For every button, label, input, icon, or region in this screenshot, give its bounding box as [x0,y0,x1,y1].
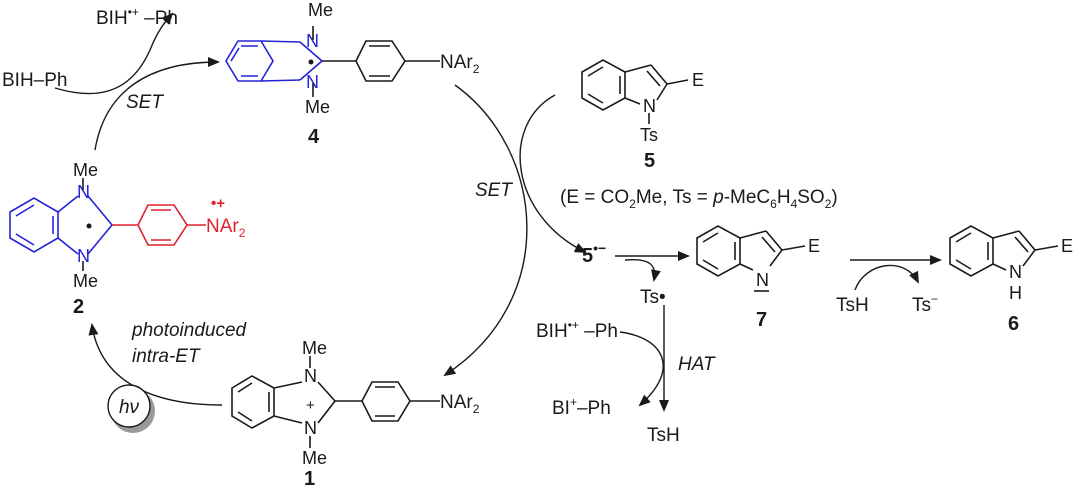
c1-me-top: Me [302,338,327,358]
c4-me-top: Me [308,0,333,20]
c2-me-top: Me [73,160,98,180]
c7-n-anion: N [756,270,769,290]
compound-6-number: 6 [1008,313,1019,335]
compound-5-structure [581,59,689,124]
c2-n-bottom: N [77,246,90,266]
set-label-middle: SET [475,180,513,201]
arrow-5-to-5anion [519,94,587,253]
c6-e: E [1061,236,1073,256]
intra-et-label: intra-ET [132,346,201,367]
compound-4-structure [225,26,440,97]
radical-dot [308,59,314,65]
compound-5-anion: 5•− [582,240,606,267]
photoinduced-label: photoinduced [131,320,248,341]
ts-anion-label: Ts− [912,292,938,316]
compound-1-number: 1 [304,468,315,490]
c1-plus: + [306,397,315,414]
c1-me-bottom: Me [302,448,327,468]
bih-hat-label: BIH•+ –Ph [536,318,618,342]
c1-nar2: NAr2 [440,392,480,416]
bi-plus-ph-label: BI+–Ph [552,395,611,419]
c4-me-bottom: Me [305,97,330,117]
hat-label: HAT [678,354,716,375]
c5-n: N [643,96,656,116]
arrow-ts-release [624,258,661,282]
c7-e: E [808,236,820,256]
reaction-arrows [615,251,942,412]
arrow-2-to-4 [94,57,220,151]
compound-7-structure [696,225,806,292]
arrow-bih-in [54,12,174,95]
bih-ph-label: BIH–Ph [2,70,67,91]
arrow-4-to-1 [443,84,528,377]
set-label-top: SET [126,92,164,113]
c2-radical-cation-charge: •+ [211,195,225,212]
compound-7-number: 7 [756,309,767,331]
bih-radical-cation-label: BIH•+ –Ph [96,5,178,29]
c5-ts: Ts [640,125,658,145]
radical-dot [86,223,92,229]
tsh-label: TsH [836,295,869,316]
arrow-tsh-consumed [854,264,919,291]
hv-label: hν [119,397,140,418]
compound-1-structure [231,356,440,448]
e-ts-definition: (E = CO2Me, Ts = p-MeC6H4SO2) [560,187,838,211]
hv-badge: hν [107,384,155,433]
compound-2-structure [9,178,206,271]
compound-4-number: 4 [308,126,320,148]
c1-n-bottom: N [304,418,317,438]
compound-2-number: 2 [73,296,84,318]
c4-nar2: NAr2 [440,52,480,76]
compound-6-structure [949,225,1059,277]
c6-h: H [1009,283,1022,303]
c2-nar2: NAr2 [206,216,246,240]
c6-n: N [1009,262,1022,282]
c2-n-top: N [77,182,90,202]
c1-n-top: N [304,366,317,386]
c4-n-bottom: N [306,72,319,92]
arrow-bih-hat [619,331,664,407]
c4-n-top: N [306,31,319,51]
c2-me-bottom: Me [73,271,98,291]
compound-5-number: 5 [644,150,655,172]
tsh-bottom-label: TsH [647,425,680,446]
ts-radical-label: Ts• [640,287,666,308]
c5-e: E [692,70,704,90]
